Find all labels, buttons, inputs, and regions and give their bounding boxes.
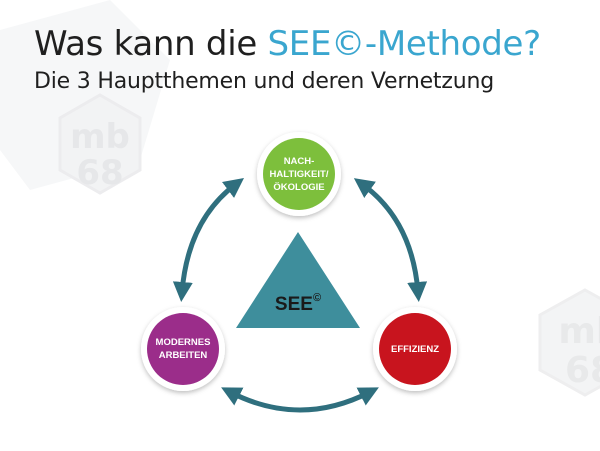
node-left-line2: ARBEITEN	[158, 350, 208, 361]
node-modernes-arbeiten	[147, 313, 219, 385]
center-label-text: SEE	[274, 294, 313, 315]
arrow-bottom	[221, 387, 379, 413]
center-triangle	[236, 232, 360, 328]
watermark-right-line2: 68	[565, 350, 600, 391]
watermark-hexagon-right	[538, 288, 600, 397]
node-top-line2: HALTIGKEIT/	[269, 168, 329, 180]
node-top-line3: ÖKOLOGIE	[273, 181, 325, 193]
node-top-label: NACH- HALTIGKEIT/ ÖKOLOGIE	[259, 148, 339, 200]
center-label: SEE©	[262, 292, 334, 316]
arrow-top-right	[353, 178, 428, 302]
node-right-label: EFFIZIENZ	[375, 340, 455, 358]
header: Was kann die SEE©-Methode? Die 3 Hauptth…	[34, 24, 594, 96]
watermark-right-line1: mb	[558, 311, 600, 352]
watermark-left-line1: mb	[70, 117, 130, 157]
page-title: Was kann die SEE©-Methode?	[34, 24, 594, 64]
watermark-left-line2: 68	[76, 153, 123, 193]
node-nachhaltigkeit	[263, 138, 335, 210]
center-label-copyright: ©	[312, 292, 322, 304]
node-left-label: MODERNES ARBEITEN	[143, 330, 223, 368]
title-accent: SEE©-Methode?	[267, 24, 542, 64]
node-left-line1: MODERNES	[155, 337, 211, 348]
watermark-hexagon-left	[58, 93, 142, 195]
arrow-top-left	[172, 177, 244, 302]
title-prefix: Was kann die	[34, 24, 268, 64]
node-top-line1: NACH-	[283, 155, 315, 167]
page-subtitle: Die 3 Hauptthemen und deren Vernetzung	[34, 69, 494, 94]
node-right-line1: EFFIZIENZ	[390, 343, 440, 355]
node-effizienz	[379, 313, 451, 385]
